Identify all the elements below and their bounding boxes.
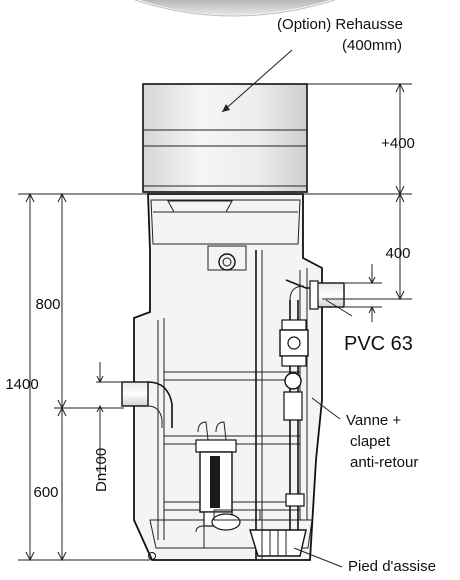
dim-600-label: 600 [33,484,58,501]
foot-label: Pied d'assise [348,558,436,575]
dn100-label: Dn100 [93,448,110,492]
dim-plus-400-label: +400 [381,135,415,152]
foot-base [213,509,307,557]
riser-extension [142,83,308,193]
dim-400-label: 400 [385,245,410,262]
riser-label-line1: (Option) Rehausse [277,16,403,33]
pvc63-outlet [309,280,345,310]
submersible-pump [195,421,241,548]
valve-label-line2: clapet [350,433,391,450]
riser-label-line2: (400mm) [342,37,402,54]
valve-assembly [279,319,309,507]
valve-label-line3: anti-retour [350,454,418,471]
dn100-inlet [121,381,173,428]
leader-lines [221,49,353,568]
dim-1400-label: 1400 [5,376,38,393]
dimension-lines [18,82,412,562]
dim-800-label: 800 [35,296,60,313]
valve-label-line1: Vanne + [346,412,401,429]
pvc63-label: PVC 63 [344,333,413,355]
top-arc-decoration [134,0,336,17]
